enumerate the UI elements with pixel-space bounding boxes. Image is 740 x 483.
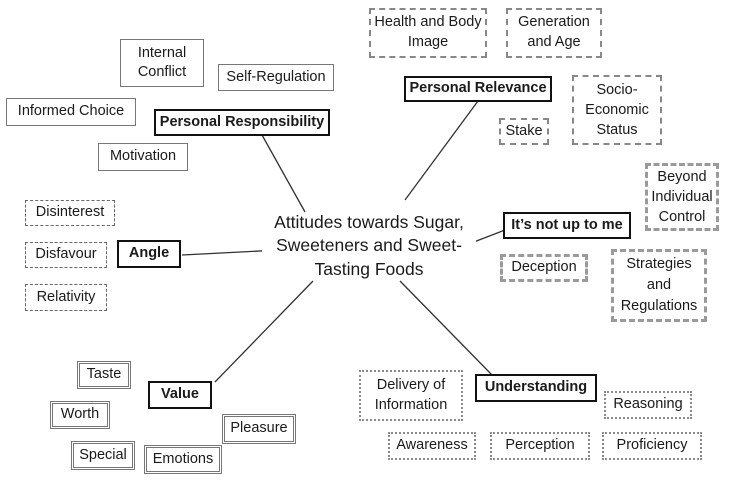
theme-personal-relevance: Personal Relevance: [404, 76, 552, 102]
line-to-personal-responsibility: [261, 134, 306, 213]
subtheme-socio-economic-status: Socio-Economic Status: [572, 75, 662, 145]
subtheme-internal-conflict: Internal Conflict: [120, 39, 204, 87]
subtheme-generation-age: Generation and Age: [506, 8, 602, 58]
line-to-value: [214, 280, 314, 383]
subtheme-disfavour: Disfavour: [25, 242, 107, 268]
subtheme-self-regulation: Self-Regulation: [218, 64, 334, 91]
central-topic: Attitudes towards Sugar, Sweeteners and …: [262, 212, 476, 279]
subtheme-perception: Perception: [490, 432, 590, 460]
subtheme-taste: Taste: [77, 361, 131, 389]
subtheme-motivation: Motivation: [98, 143, 188, 171]
subtheme-special: Special: [71, 441, 135, 470]
subtheme-reasoning: Reasoning: [604, 391, 692, 419]
subtheme-health-body-image: Health and Body Image: [369, 8, 487, 58]
subtheme-strategies-regulations: Strategies and Regulations: [611, 249, 707, 322]
theme-value: Value: [148, 381, 212, 409]
subtheme-informed-choice: Informed Choice: [6, 98, 136, 126]
theme-angle: Angle: [117, 240, 181, 268]
subtheme-stake: Stake: [499, 118, 549, 145]
subtheme-deception: Deception: [500, 254, 588, 282]
theme-not-up-to-me: It’s not up to me: [503, 212, 631, 239]
line-to-personal-relevance: [404, 100, 479, 201]
theme-understanding: Understanding: [475, 374, 597, 402]
subtheme-beyond-individual-control: Beyond Individual Control: [645, 163, 719, 231]
subtheme-worth: Worth: [50, 401, 110, 429]
subtheme-disinterest: Disinterest: [25, 200, 115, 226]
subtheme-pleasure: Pleasure: [222, 414, 296, 444]
line-to-understanding: [399, 280, 494, 377]
subtheme-emotions: Emotions: [144, 445, 222, 474]
subtheme-awareness: Awareness: [388, 432, 476, 460]
subtheme-proficiency: Proficiency: [602, 432, 702, 460]
theme-personal-responsibility: Personal Responsibility: [154, 109, 330, 136]
subtheme-relativity: Relativity: [25, 284, 107, 311]
subtheme-delivery-of-information: Delivery of Information: [359, 370, 463, 421]
